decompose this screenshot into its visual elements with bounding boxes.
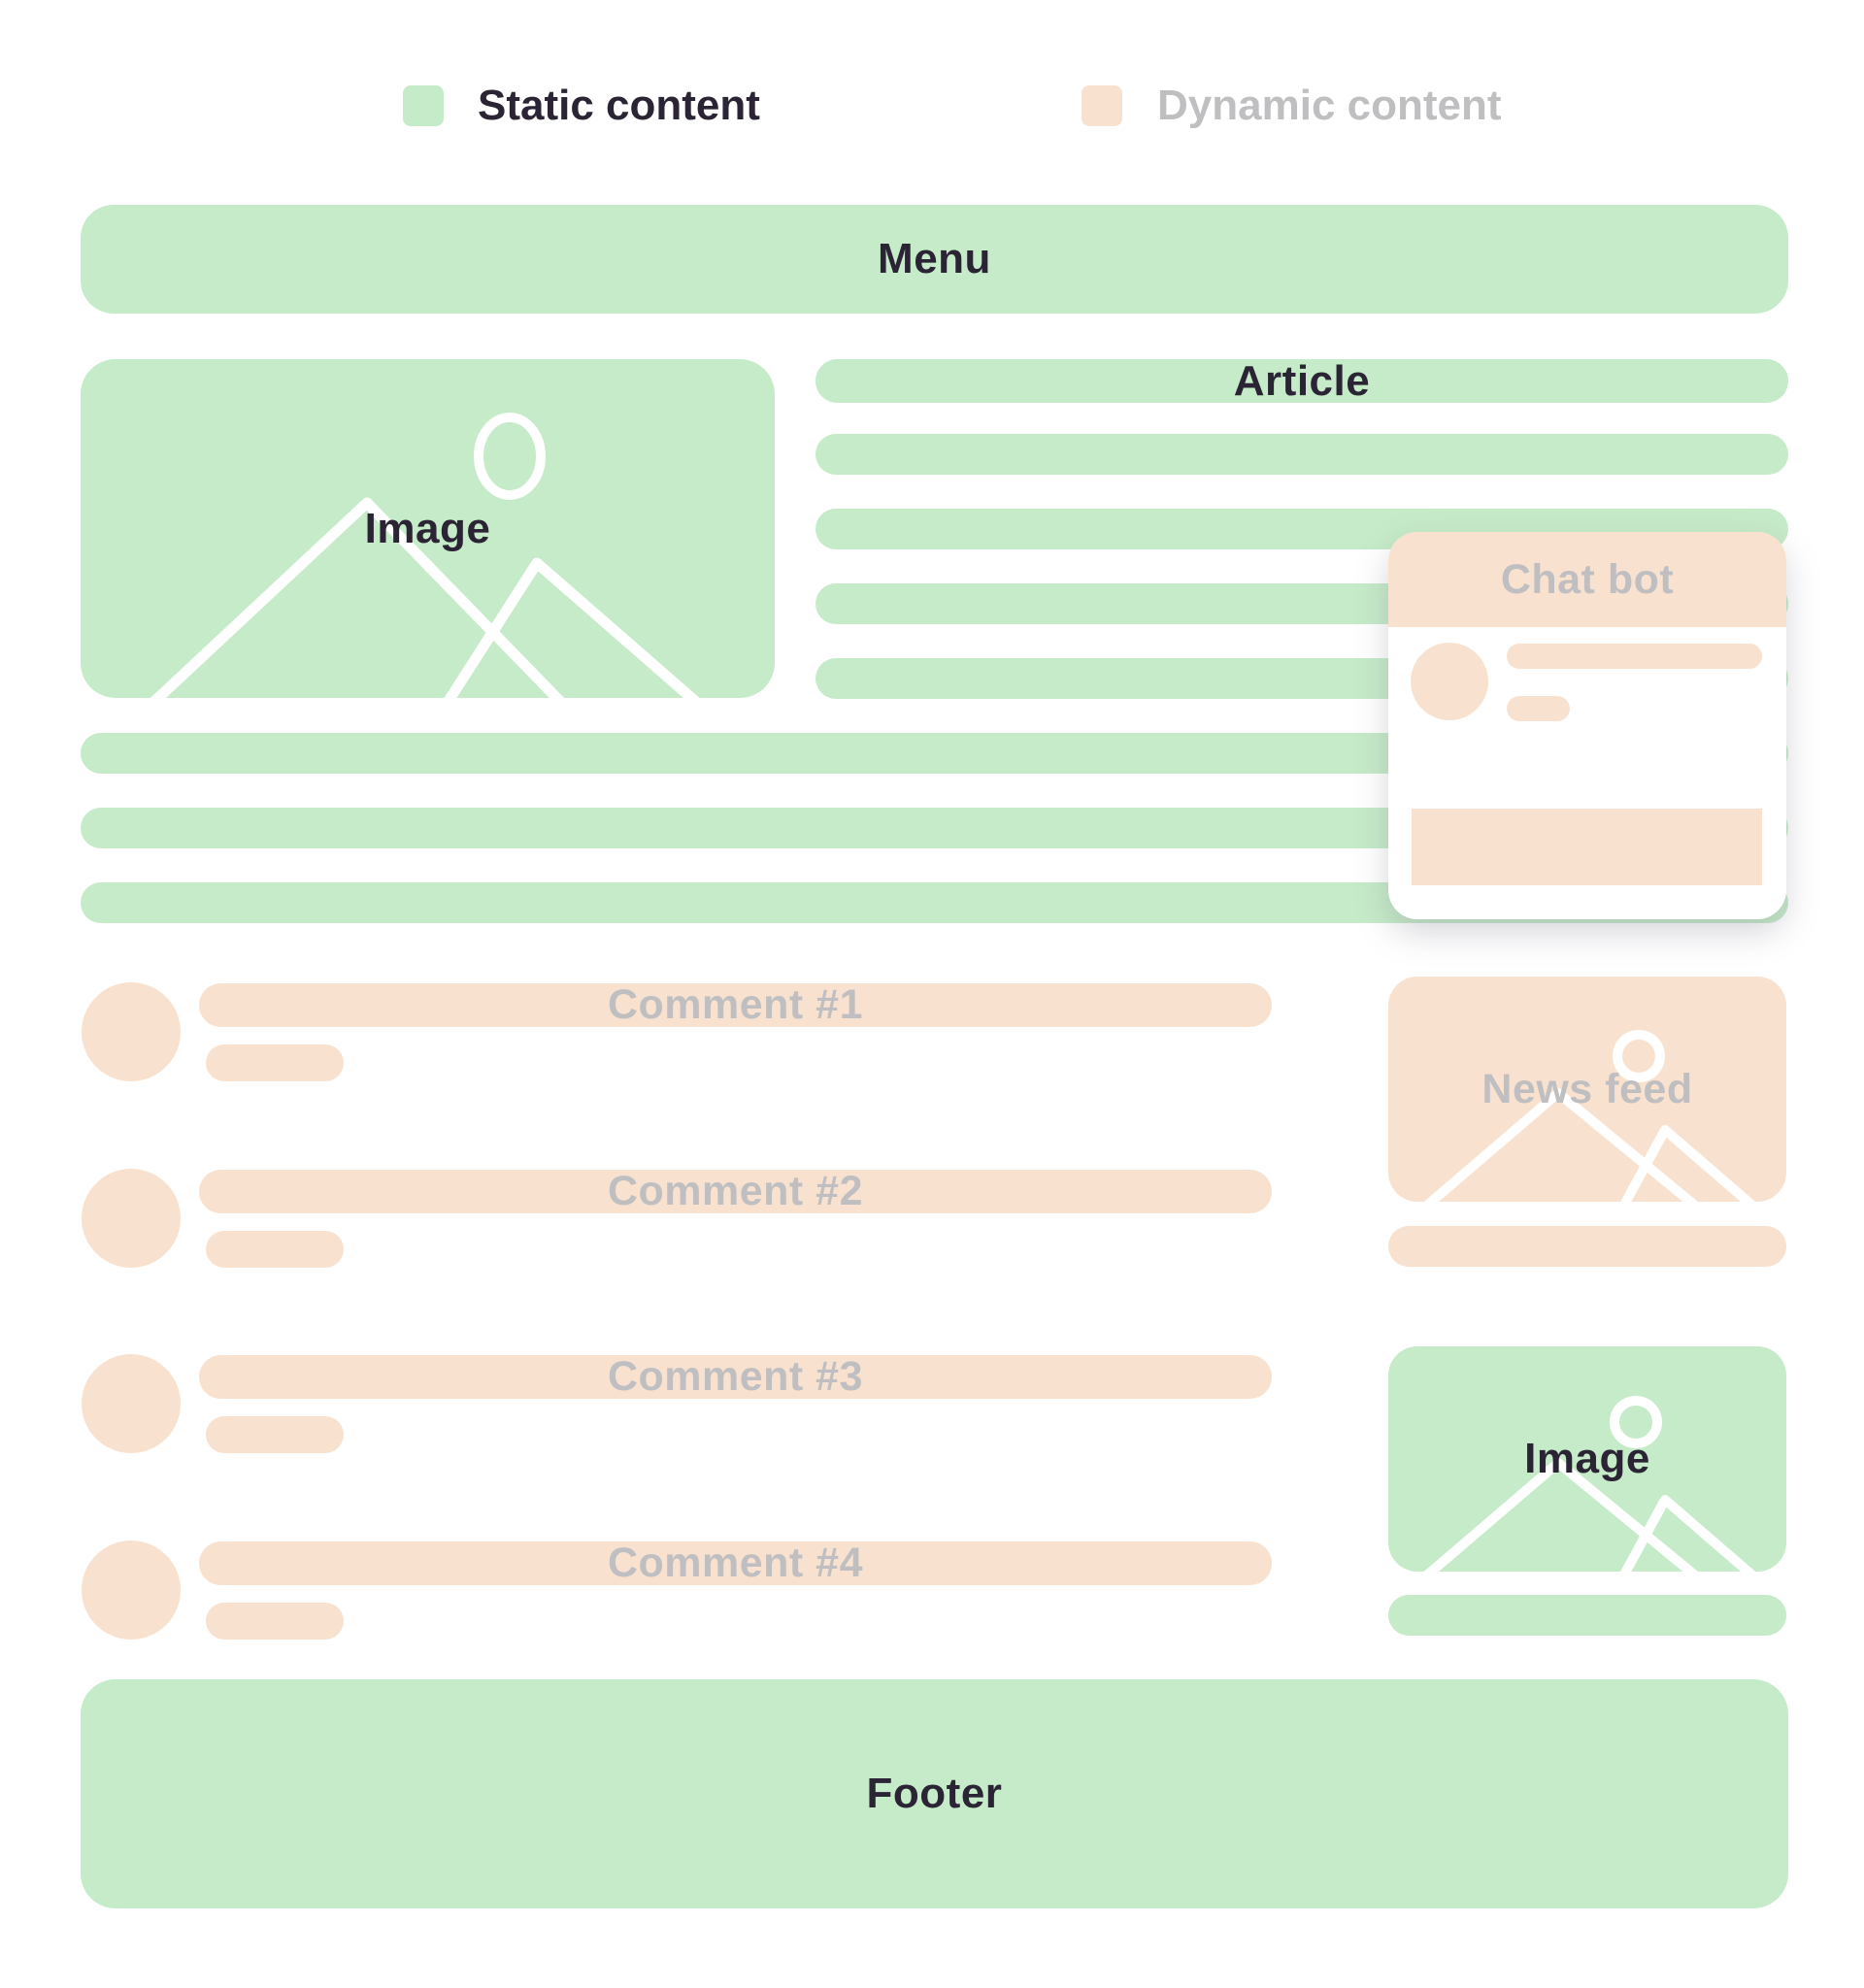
comment-avatar	[82, 1541, 181, 1640]
comment-avatar	[82, 1169, 181, 1268]
news-feed-placeholder: News feed	[1388, 977, 1786, 1202]
comment-avatar	[82, 982, 181, 1081]
static-content-swatch	[403, 85, 444, 126]
sidebar-image-caption-bar	[1388, 1595, 1786, 1636]
chat-bot-title: Chat bot	[1388, 532, 1786, 627]
article-text-line	[816, 434, 1788, 475]
mountain-sun-icon	[1423, 1396, 1756, 1572]
hero-image-placeholder: Image	[81, 359, 775, 698]
comment-avatar	[82, 1354, 181, 1453]
chat-avatar	[1411, 643, 1488, 720]
comment-title-bar: Comment #2	[199, 1168, 1272, 1214]
chat-message-line	[1507, 696, 1570, 721]
mountain-sun-icon	[1423, 1030, 1756, 1202]
dynamic-content-swatch	[1082, 85, 1122, 126]
article-title-bar: Article	[816, 357, 1788, 405]
comment-title-bar: Comment #3	[199, 1353, 1272, 1400]
chat-input-area	[1412, 809, 1762, 885]
sidebar-image-label: Image	[1524, 1435, 1650, 1482]
footer-bar: Footer	[81, 1679, 1788, 1908]
menu-bar: Menu	[81, 205, 1788, 314]
static-content-label: Static content	[478, 82, 760, 129]
news-feed-label: News feed	[1481, 1065, 1693, 1112]
comment-title-bar: Comment #4	[199, 1540, 1272, 1586]
hero-image-label: Image	[364, 504, 491, 552]
mountain-sun-icon	[150, 413, 700, 698]
comment-meta-bar	[206, 1603, 344, 1640]
dynamic-content-label: Dynamic content	[1157, 82, 1502, 129]
chat-message-line	[1507, 644, 1762, 669]
comment-title-bar: Comment #1	[199, 981, 1272, 1028]
comment-meta-bar	[206, 1044, 344, 1081]
chat-bot-widget: Chat bot	[1388, 532, 1786, 919]
comment-meta-bar	[206, 1416, 344, 1453]
news-feed-caption-bar	[1388, 1226, 1786, 1267]
comment-meta-bar	[206, 1231, 344, 1268]
sidebar-image-placeholder: Image	[1388, 1346, 1786, 1572]
